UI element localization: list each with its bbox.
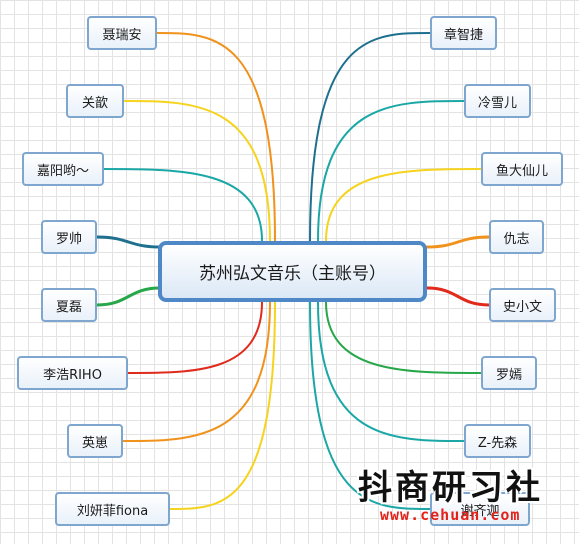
right-node-label: 谢齐迦 bbox=[460, 503, 500, 519]
right-node-4[interactable]: 仇志 bbox=[489, 220, 544, 254]
left-node-3[interactable]: 嘉阳哟～ bbox=[22, 152, 104, 186]
left-connector-1 bbox=[156, 32, 276, 242]
right-connector-3 bbox=[325, 168, 482, 242]
left-node-1[interactable]: 聂瑞安 bbox=[87, 16, 157, 50]
left-connector-5 bbox=[95, 286, 162, 307]
right-connector-2 bbox=[317, 100, 465, 242]
right-node-label: 鱼大仙儿 bbox=[495, 163, 548, 179]
left-connector-7 bbox=[122, 301, 271, 442]
right-connector-1 bbox=[309, 32, 431, 242]
right-node-label: 史小文 bbox=[502, 299, 542, 315]
right-node-label: 罗嫣 bbox=[495, 367, 522, 383]
left-connector-6 bbox=[127, 301, 263, 374]
right-connector-5 bbox=[425, 286, 491, 307]
left-node-label: 罗帅 bbox=[55, 231, 82, 247]
root-node-label: 苏州弘文音乐（主账号） bbox=[199, 264, 386, 284]
left-node-label: 关歆 bbox=[81, 95, 108, 111]
right-node-8[interactable]: 谢齐迦 bbox=[430, 492, 530, 526]
right-node-label: 冷雪儿 bbox=[477, 95, 517, 111]
left-connector-8 bbox=[169, 301, 276, 510]
left-node-7[interactable]: 英崽 bbox=[67, 424, 123, 458]
right-node-label: 仇志 bbox=[503, 231, 530, 247]
watermark: 抖商研习社 www.cehuan.com bbox=[352, 460, 567, 530]
left-connector-4 bbox=[95, 235, 162, 249]
watermark-url: www.cehuan.com bbox=[380, 506, 521, 524]
left-connector-3 bbox=[103, 168, 263, 242]
right-node-1[interactable]: 章智捷 bbox=[430, 16, 497, 50]
right-connector-7 bbox=[317, 301, 465, 442]
left-node-8[interactable]: 刘妍菲fiona bbox=[55, 492, 170, 526]
left-node-4[interactable]: 罗帅 bbox=[41, 220, 97, 254]
right-connector-8 bbox=[309, 301, 431, 510]
right-node-3[interactable]: 鱼大仙儿 bbox=[481, 152, 563, 186]
left-node-label: 聂瑞安 bbox=[102, 27, 142, 43]
right-node-2[interactable]: 冷雪儿 bbox=[464, 84, 531, 118]
left-node-label: 刘妍菲fiona bbox=[76, 503, 149, 519]
right-connector-6 bbox=[325, 301, 482, 374]
left-node-2[interactable]: 关歆 bbox=[66, 84, 124, 118]
root-node[interactable]: 苏州弘文音乐（主账号） bbox=[158, 241, 427, 302]
watermark-title: 抖商研习社 bbox=[358, 468, 543, 508]
left-node-6[interactable]: 李浩RIHO bbox=[17, 356, 128, 390]
right-node-label: Z-先森 bbox=[477, 435, 518, 451]
right-node-7[interactable]: Z-先森 bbox=[464, 424, 531, 458]
right-node-5[interactable]: 史小文 bbox=[489, 288, 556, 322]
left-connector-2 bbox=[123, 100, 271, 242]
left-node-label: 李浩RIHO bbox=[43, 367, 102, 383]
right-node-label: 章智捷 bbox=[443, 27, 483, 43]
right-connector-4 bbox=[425, 235, 491, 249]
left-node-5[interactable]: 夏磊 bbox=[41, 288, 97, 322]
left-node-label: 英崽 bbox=[81, 435, 108, 451]
left-node-label: 嘉阳哟～ bbox=[36, 163, 89, 179]
left-node-label: 夏磊 bbox=[55, 299, 82, 315]
right-node-6[interactable]: 罗嫣 bbox=[481, 356, 537, 390]
